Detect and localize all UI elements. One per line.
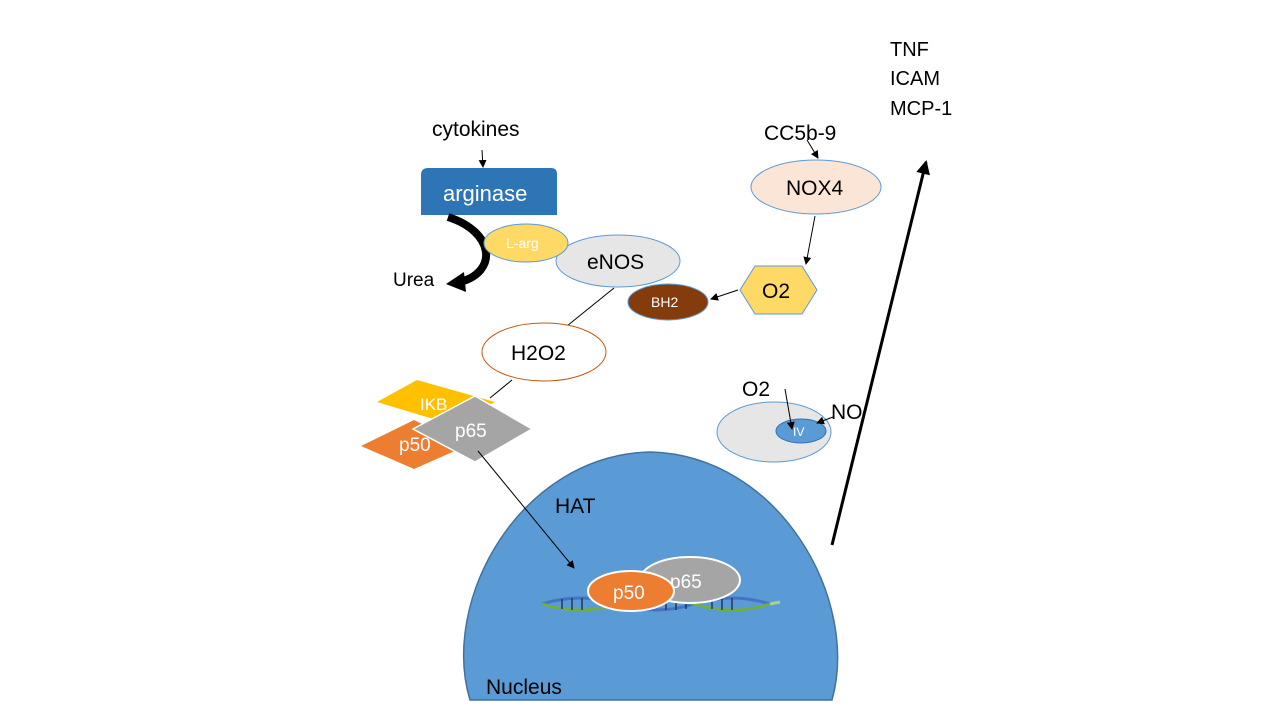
- output-label-tnf: TNF: [890, 39, 929, 61]
- c5b9-arrow: [806, 139, 819, 159]
- secretion-arrow: [830, 160, 930, 546]
- enos: [555, 234, 681, 288]
- arginase-label: arginase: [443, 181, 527, 206]
- p50-cytosol-diamond: [361, 420, 466, 469]
- o2-to-bh2-arrow: [710, 289, 739, 301]
- mito-o2-label: O2: [742, 378, 770, 401]
- nox4: [750, 159, 882, 215]
- ikb-label: IKB: [420, 395, 447, 414]
- bh2: [627, 283, 709, 321]
- output-label-mcp1: MCP-1: [890, 98, 952, 120]
- cytokines-arrow: [478, 149, 487, 168]
- c5b9-label: CC5b-9: [764, 122, 836, 145]
- p50-cytosol-label: p50: [399, 435, 431, 456]
- nox4-to-o2-arrow: [803, 215, 816, 265]
- mito-no-arrow: [816, 416, 834, 425]
- h2o2-label: H2O2: [511, 342, 566, 365]
- enos-label: eNOS: [587, 251, 644, 274]
- p65-cytosol-diamond: [411, 395, 534, 463]
- p65-cytosol-label: p65: [455, 421, 487, 442]
- l-arg-label: L-arg: [506, 235, 539, 251]
- l-arg: [483, 223, 569, 263]
- urea-label: Urea: [393, 270, 435, 291]
- nox4-label: NOX4: [786, 177, 844, 200]
- mito-no-label: NO: [831, 401, 863, 424]
- urea-curved-arrow: [446, 213, 490, 286]
- bh2-label: BH2: [651, 294, 678, 310]
- h2o2: [481, 322, 607, 382]
- nucleus-label: Nucleus: [486, 676, 562, 699]
- cytokines-label: cytokines: [432, 118, 520, 141]
- arginase-box: [421, 168, 557, 215]
- enos-to-h2o2-line: [561, 287, 615, 331]
- translocation-arrow: [477, 450, 575, 569]
- p50-nucleus: [587, 570, 675, 612]
- output-label-icam: ICAM: [890, 68, 940, 90]
- urea-arrowhead: [446, 272, 466, 292]
- mitochondrion: [716, 401, 832, 463]
- p50-nucleus-label: p50: [613, 583, 645, 604]
- p65-nucleus-label: p65: [670, 572, 702, 593]
- o2-hexagon: [739, 265, 818, 315]
- hat-label: HAT: [555, 495, 596, 518]
- o2-hexagon-label: O2: [762, 280, 790, 303]
- complex-iv-label: IV: [793, 425, 804, 439]
- h2o2-to-ikb-line: [489, 379, 513, 399]
- mito-o2-arrow: [784, 388, 795, 430]
